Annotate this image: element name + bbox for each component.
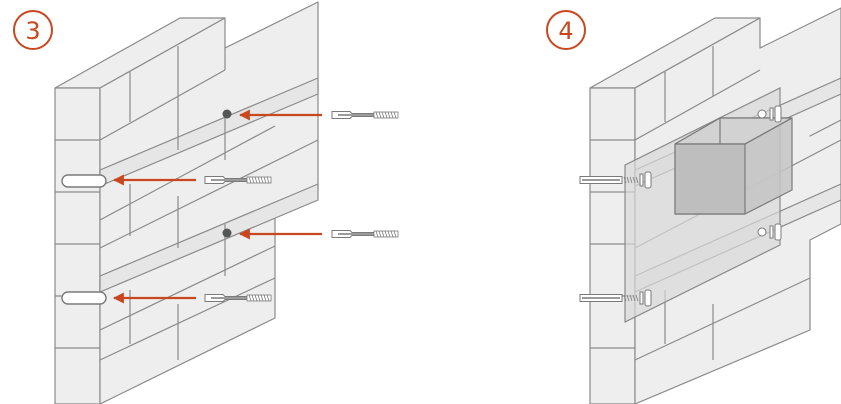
box-bracket	[674, 117, 793, 215]
drill-hole	[222, 109, 232, 119]
step-4-panel: 4	[546, 7, 841, 404]
step-4-badge: 4	[546, 10, 586, 50]
step-3-number: 3	[25, 17, 40, 45]
plate-hole	[757, 109, 767, 119]
wall-anchor	[331, 229, 399, 239]
step-3-panel: 3	[13, 1, 399, 404]
plate-hole	[757, 227, 767, 237]
drill-hole	[222, 228, 232, 238]
step-3-badge: 3	[13, 10, 53, 50]
insert-arrows	[112, 109, 322, 304]
step-4-number: 4	[558, 17, 573, 45]
anchor-slot	[61, 174, 107, 188]
anchor-slot	[61, 291, 107, 305]
brick-wall	[54, 1, 319, 404]
installed-screw	[769, 105, 782, 241]
wall-anchor	[331, 110, 399, 120]
